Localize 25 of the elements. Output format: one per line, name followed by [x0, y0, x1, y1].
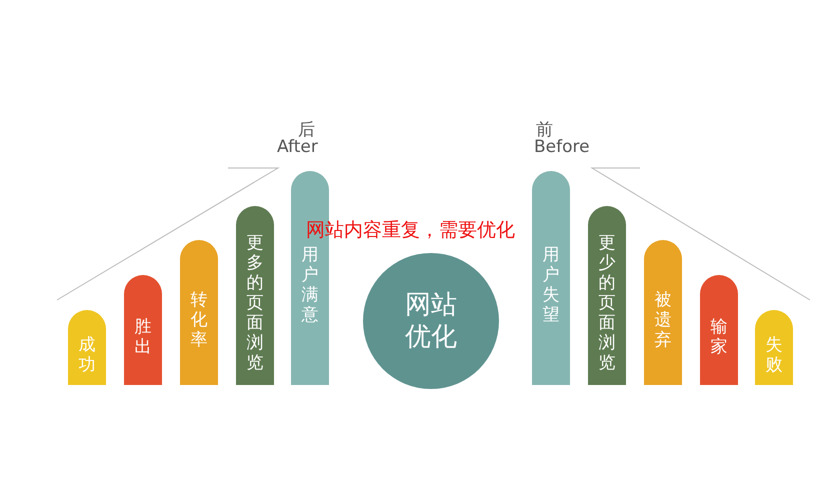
bar-tab	[588, 206, 626, 385]
node-label: 被遗弃	[654, 290, 672, 350]
node-label: 用户满意	[301, 245, 319, 325]
node-label: 胜出	[134, 317, 152, 357]
heading-label: 后	[298, 119, 315, 140]
node-label: 更多的页面浏览	[246, 232, 264, 372]
node-label: 用户失望	[542, 245, 560, 325]
bar-tab	[755, 310, 793, 385]
note-text: 网站内容重复，需要优化	[306, 218, 515, 243]
heading-label: Before	[534, 137, 590, 157]
node-label: 网站优化	[404, 289, 458, 353]
bar-tab	[644, 240, 682, 385]
bar-tab	[532, 171, 570, 385]
node-label: 失败	[765, 334, 783, 374]
node-label: 更少的页面浏览	[598, 232, 616, 372]
bar-tab	[180, 240, 218, 385]
node-label: 转化率	[190, 290, 208, 350]
bar-tab	[124, 275, 162, 385]
heading-label: 前	[536, 119, 553, 140]
node-label: 输家	[710, 317, 728, 357]
heading-label: After	[277, 137, 318, 157]
bar-tab	[236, 206, 274, 385]
bar-tab	[700, 275, 738, 385]
bar-tab	[68, 310, 106, 385]
node-label: 成功	[78, 334, 96, 374]
